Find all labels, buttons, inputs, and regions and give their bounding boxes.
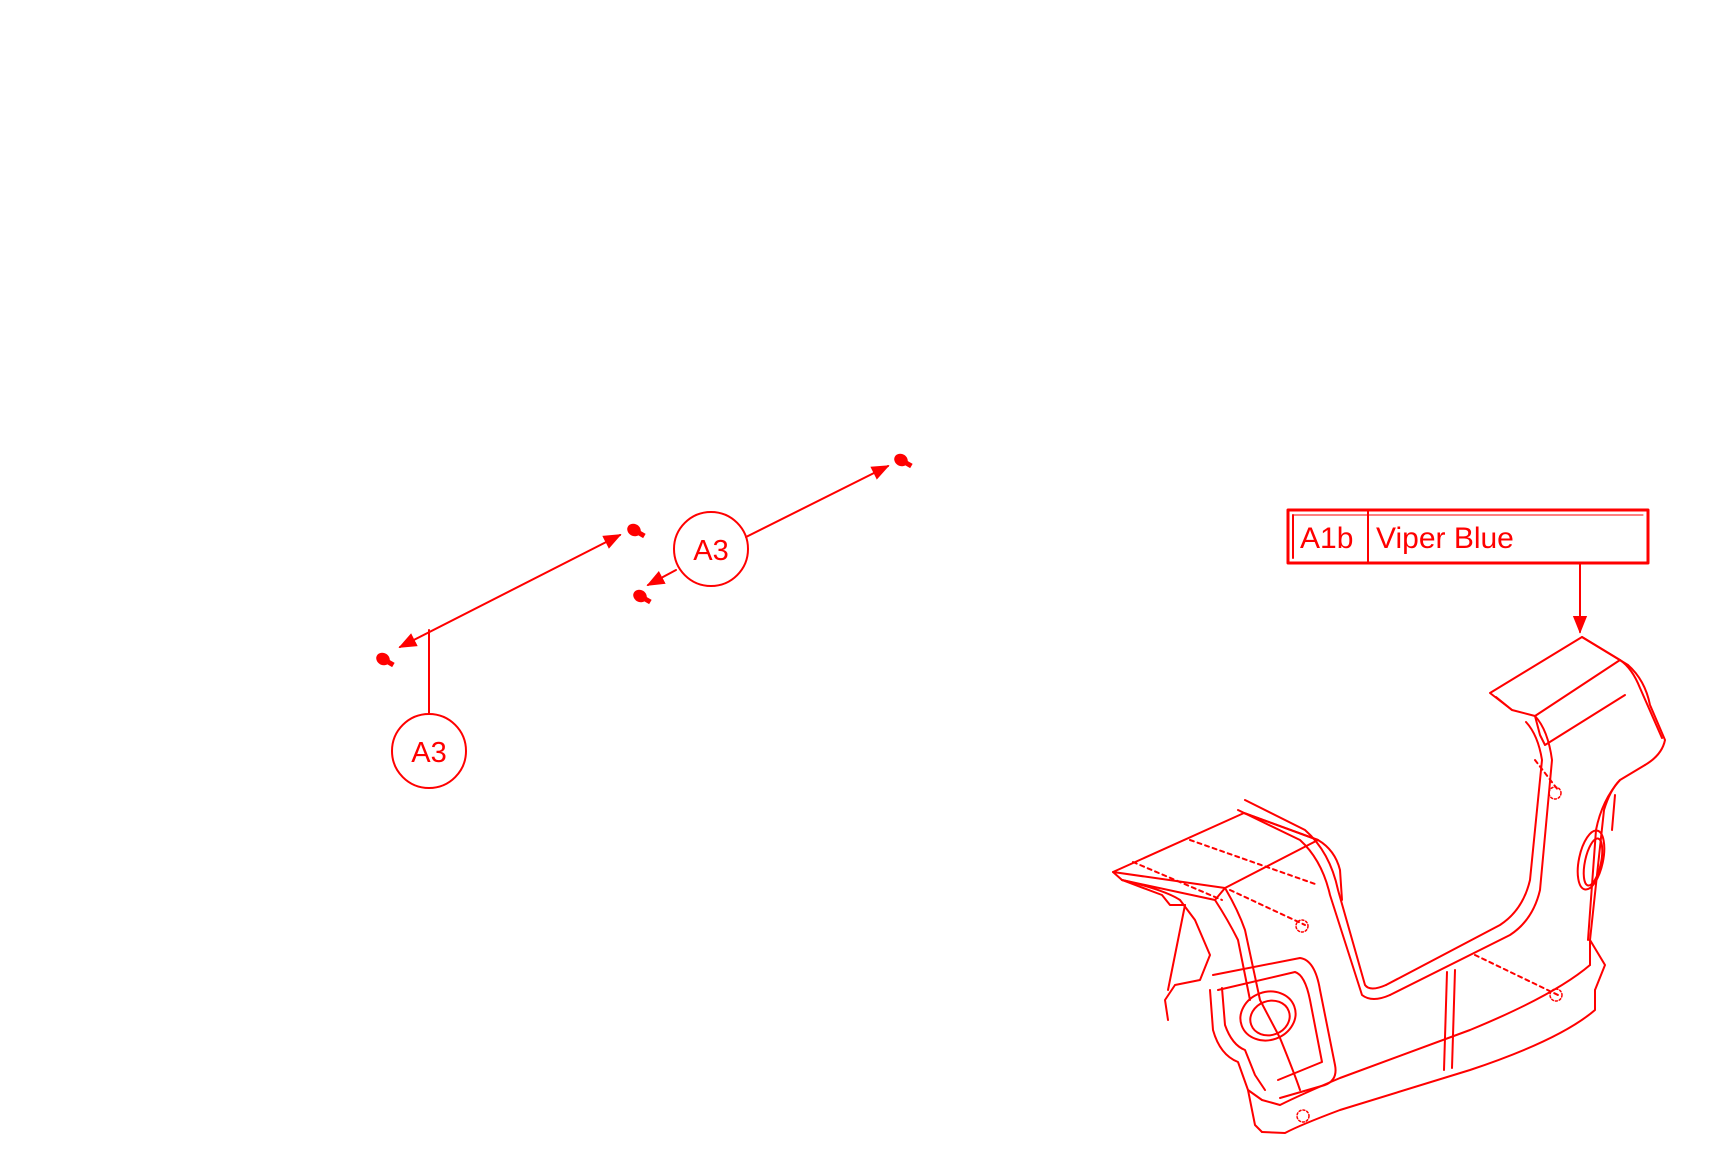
callout-label: A3	[693, 535, 728, 567]
part-description: Viper Blue	[1376, 522, 1514, 555]
screw-icon	[894, 453, 913, 469]
callout-a3-center[interactable]: A3	[673, 511, 749, 587]
explode-line-left	[398, 534, 622, 648]
callout-a3-left[interactable]: A3	[391, 713, 467, 789]
screw-icon	[633, 589, 652, 605]
callout-label: A3	[411, 737, 446, 769]
part-label-box[interactable]: A1b Viper Blue	[1286, 508, 1650, 565]
explode-line-center-upper	[745, 465, 890, 538]
shroud-part-drawing	[1112, 636, 1666, 1134]
screw-icon	[376, 652, 395, 668]
part-code: A1b	[1300, 522, 1353, 555]
explode-line-center-lower	[646, 569, 677, 586]
screw-icon	[627, 523, 646, 539]
